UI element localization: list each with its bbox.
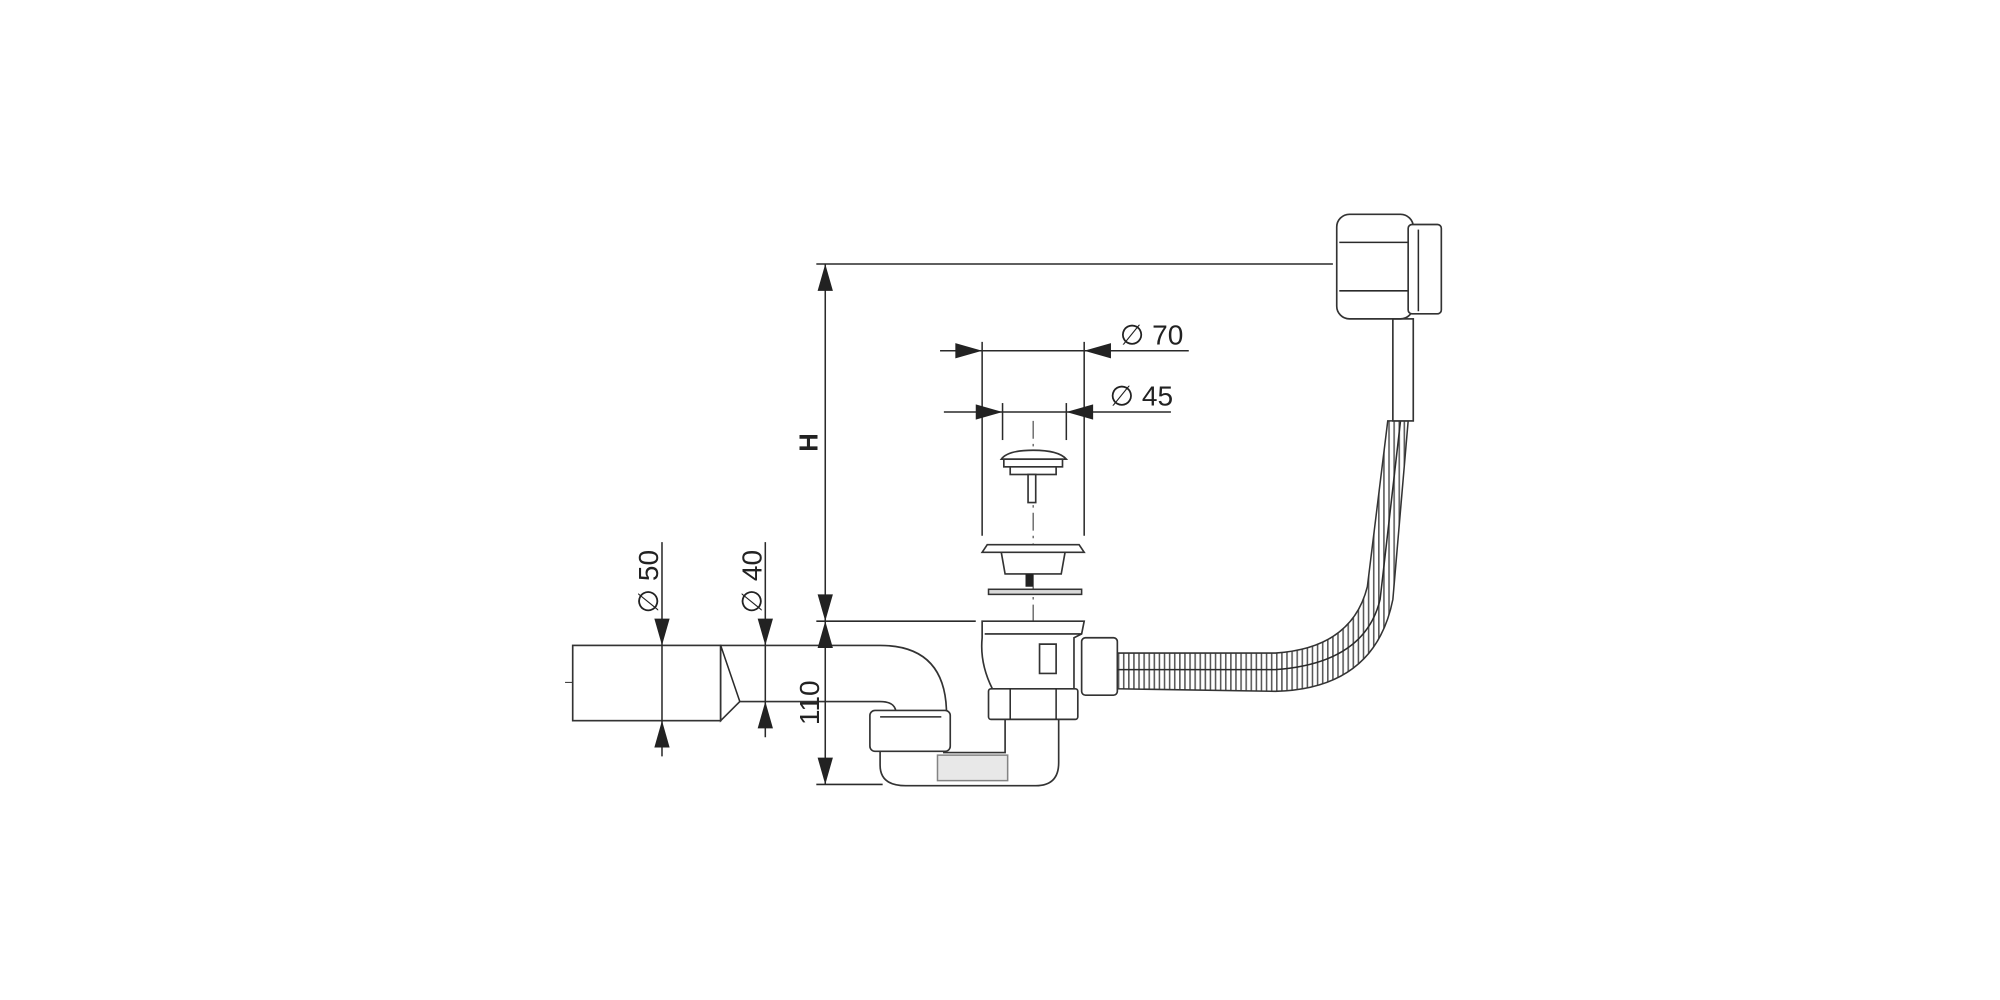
- outlet-inner-diameter-dimension: ∅ 40: [736, 542, 773, 738]
- overflow-head: [1335, 213, 1443, 320]
- strainer: [980, 543, 1086, 587]
- outlet-outer-diameter-dimension: ∅ 50: [633, 542, 670, 757]
- plug-inner-diameter-label: ∅ 45: [1110, 381, 1173, 412]
- overflow-hose: [1080, 318, 1415, 696]
- trap-height-dimension: 110: [794, 621, 883, 786]
- outlet-inner-diameter-label: ∅ 40: [736, 550, 767, 613]
- height-label: H: [796, 433, 824, 451]
- trap: [869, 709, 1060, 787]
- plug-outer-diameter-label: ∅ 70: [1120, 319, 1183, 350]
- trap-height-label: 110: [794, 680, 825, 725]
- height-dimension: H: [796, 263, 1333, 622]
- plug: [999, 449, 1069, 504]
- gasket: [987, 588, 1083, 596]
- drain-body: [980, 620, 1086, 721]
- outlet-outer-diameter-label: ∅ 50: [633, 550, 664, 613]
- plug-inner-diameter-dimension: ∅ 45: [943, 381, 1173, 441]
- outlet-pipe: [571, 644, 948, 723]
- plug-outer-diameter-dimension: ∅ 70: [940, 319, 1189, 536]
